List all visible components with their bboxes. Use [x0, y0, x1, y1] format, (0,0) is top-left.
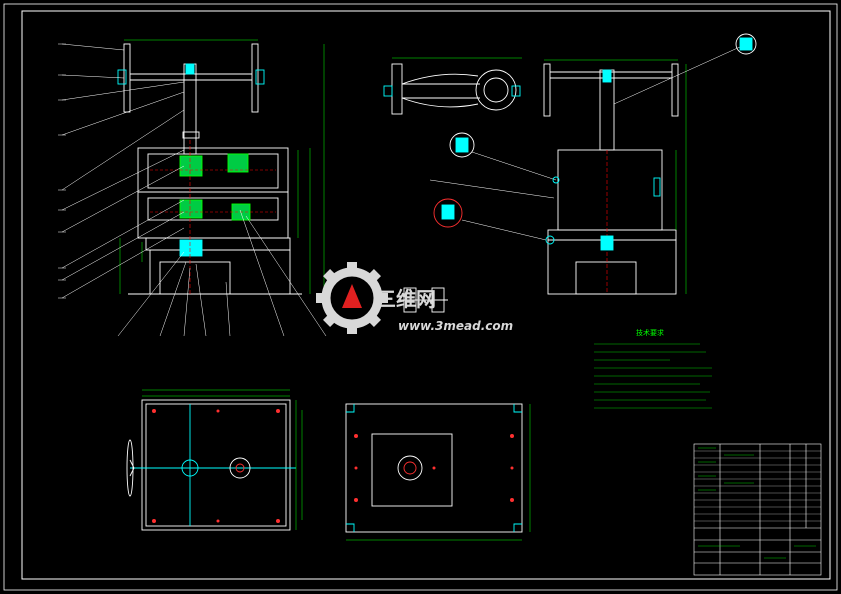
tech-requirements: 技术要求 — [594, 328, 712, 409]
front-view — [58, 39, 327, 337]
section-view-small — [400, 287, 448, 313]
title-block — [693, 443, 822, 576]
watermark: 三维网 www.3mead.com — [316, 262, 513, 334]
outer-border — [3, 3, 838, 591]
watermark-url: www.3mead.com — [398, 319, 513, 333]
watermark-brand: 三维网 — [376, 287, 436, 311]
tech-requirements-title: 技术要求 — [636, 328, 664, 337]
inner-border — [21, 10, 831, 580]
detail-clamp-view — [383, 57, 522, 115]
top-view — [126, 389, 303, 531]
side-view — [429, 33, 757, 295]
base-plate-view — [345, 403, 531, 541]
